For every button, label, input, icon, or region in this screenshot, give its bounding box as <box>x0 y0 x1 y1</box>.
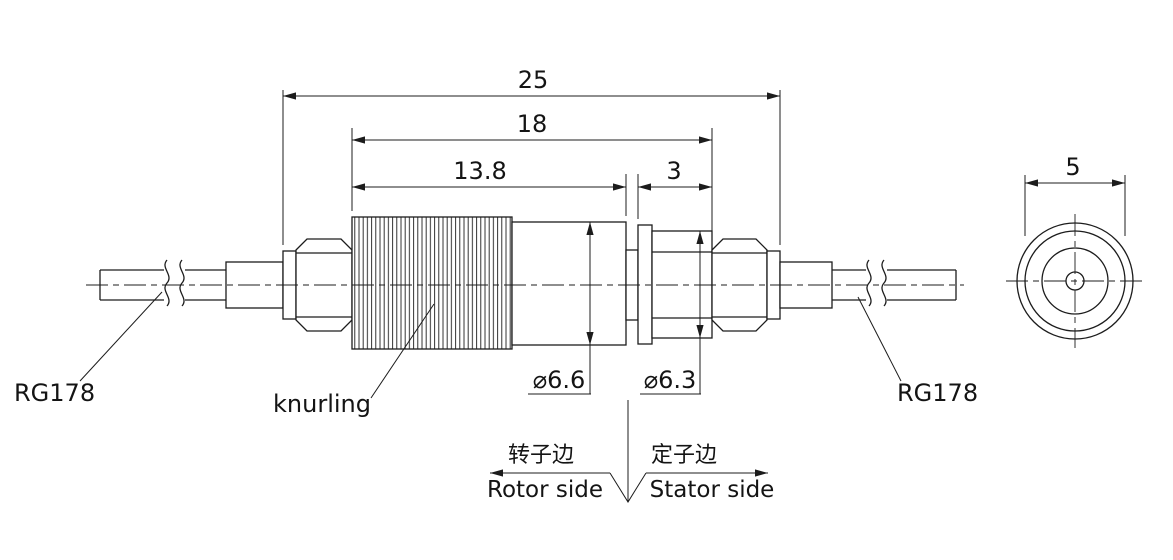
rotor-side-label-en: Rotor side <box>487 477 603 503</box>
arrowhead <box>696 325 704 338</box>
cable-break-curve <box>179 259 185 307</box>
stator-side-label-en: Stator side <box>650 477 775 503</box>
label-knurling: knurling <box>273 303 435 418</box>
dim-line <box>640 231 701 395</box>
right-nut-flats <box>712 252 767 318</box>
rotor-stator-annotation: 转子边 定子边 Rotor side Stator side <box>487 400 774 503</box>
arrowhead <box>699 136 712 144</box>
dim-rotor-section: 13.8 <box>352 157 626 191</box>
dim-body-length: 18 <box>352 110 712 144</box>
stator-body <box>637 224 713 345</box>
body-circle <box>1024 230 1126 332</box>
left-cable <box>99 259 226 307</box>
arrowhead <box>1025 179 1038 187</box>
dim-stator-diameter: ⌀6.3 <box>640 231 704 395</box>
side-view <box>86 216 964 350</box>
dim-overall-length: 25 <box>283 66 780 100</box>
label-left-cable: RG178 <box>14 291 163 407</box>
arrowhead <box>696 231 704 244</box>
leader-line <box>79 291 163 382</box>
inner-circle <box>1041 247 1109 315</box>
dim-stator-section: 3 <box>638 157 712 191</box>
arrowhead <box>586 222 594 235</box>
outer-circle <box>1016 222 1134 340</box>
arrowhead <box>352 183 365 191</box>
dim-end-view-label: 5 <box>1065 153 1080 181</box>
dim-rotor-section-label: 13.8 <box>453 157 506 185</box>
dim-body-length-label: 18 <box>517 110 548 138</box>
cable-break-curve <box>866 259 872 307</box>
extension-lines <box>1024 175 1126 236</box>
arrowhead <box>586 332 594 345</box>
stator-side-arrowhead <box>755 469 768 477</box>
arrowhead <box>767 92 780 100</box>
rotor-side-arrowhead <box>490 469 503 477</box>
dim-overall-length-label: 25 <box>518 66 549 94</box>
knurling-label: knurling <box>273 390 371 418</box>
end-view: 5 <box>1006 153 1144 348</box>
dimension-annotations: 25 18 13.8 3 ⌀6.6 <box>14 66 978 418</box>
arrowhead <box>352 136 365 144</box>
rotor-cylinder <box>511 221 627 346</box>
dim-end-view: 5 <box>1024 153 1126 236</box>
dim-line <box>528 222 591 395</box>
rotor-side-label-cn: 转子边 <box>508 443 574 468</box>
leader-line <box>370 303 435 399</box>
stator-flange <box>637 224 653 345</box>
knurled-section <box>351 216 513 350</box>
arrowhead <box>613 183 626 191</box>
arrowhead <box>1112 179 1125 187</box>
arrowhead <box>283 92 296 100</box>
right-cable <box>832 259 957 307</box>
end-view-centerlines <box>1006 214 1144 348</box>
stator-cylinder <box>651 230 713 339</box>
left-nut-flats <box>296 252 352 318</box>
right-cable-outline <box>832 269 956 301</box>
rotor-body <box>511 221 639 346</box>
split-vee <box>609 472 647 503</box>
dim-stator-section-label: 3 <box>666 157 681 185</box>
cable-break-curve <box>164 259 170 307</box>
stator-diameter-label: ⌀6.3 <box>644 366 697 394</box>
stator-side-label-cn: 定子边 <box>651 443 717 468</box>
dim-rotor-diameter: ⌀6.6 <box>528 222 594 395</box>
stator-inner-lines <box>652 251 712 319</box>
leader-line <box>857 296 902 382</box>
left-cable-outline <box>100 269 226 301</box>
right-cable-label: RG178 <box>897 379 978 407</box>
left-cable-label: RG178 <box>14 379 95 407</box>
cable-break-curve <box>881 259 887 307</box>
rotor-diameter-label: ⌀6.6 <box>533 366 586 394</box>
center-hole <box>1065 271 1085 291</box>
extension-lines <box>282 90 781 245</box>
knurl-body <box>351 216 513 350</box>
arrowhead <box>699 183 712 191</box>
label-right-cable: RG178 <box>857 296 978 407</box>
arrowhead <box>638 183 651 191</box>
